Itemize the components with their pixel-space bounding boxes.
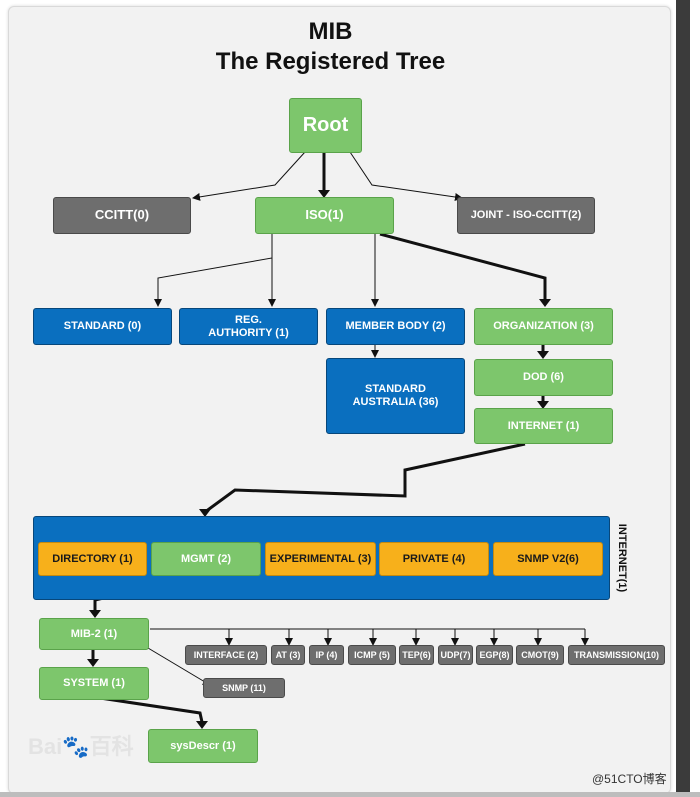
node-interface: INTERFACE (2) <box>185 645 267 665</box>
arrowhead-root-iso <box>318 190 330 198</box>
arrowhead-internet <box>537 401 549 409</box>
edge-root-ccitt <box>192 151 306 201</box>
arrowhead-mgmt <box>199 509 211 517</box>
baidu-watermark: Bai🐾百科 <box>28 729 134 761</box>
edge-mib2-snmp <box>147 647 211 686</box>
node-mgmt: MGMT (2) <box>151 542 261 576</box>
node-snmpv2: SNMP V2(6) <box>493 542 603 576</box>
node-transmission: TRANSMISSION(10) <box>568 645 665 665</box>
right-edge-bar <box>676 0 690 797</box>
edge-iso-standard <box>154 234 273 307</box>
node-standard: STANDARD (0) <box>33 308 172 345</box>
node-cmot: CMOT(9) <box>516 645 564 665</box>
node-tep: TEP(6) <box>399 645 434 665</box>
node-joint: JOINT - ISO-CCITT(2) <box>457 197 595 234</box>
edge-internet-panel <box>204 442 526 514</box>
node-ip: IP (4) <box>309 645 344 665</box>
node-member-body: MEMBER BODY (2) <box>326 308 465 345</box>
node-ccitt: CCITT(0) <box>53 197 191 234</box>
edge-iso-organization <box>379 232 547 300</box>
node-directory: DIRECTORY (1) <box>38 542 147 576</box>
internet-vertical-label: INTERNET(1) <box>616 523 629 593</box>
node-standard-australia: STANDARD AUSTRALIA (36) <box>326 358 465 434</box>
edge-system-sysdescr <box>99 696 204 723</box>
baidu-logo-text-2: 百科 <box>89 734 134 759</box>
node-root: Root <box>289 98 362 153</box>
diagram-title: MIB <box>308 18 353 45</box>
node-experimental: EXPERIMENTAL (3) <box>265 542 376 576</box>
node-sysdescr: sysDescr (1) <box>148 729 258 763</box>
paw-icon: 🐾 <box>62 734 90 759</box>
node-private: PRIVATE (4) <box>379 542 489 576</box>
node-icmp: ICMP (5) <box>348 645 396 665</box>
internet-vertical-label-wrap: INTERNET(1) <box>609 520 635 596</box>
node-internet: INTERNET (1) <box>474 408 613 444</box>
arrowhead-dod <box>537 351 549 359</box>
node-reg-authority: REG. AUTHORITY (1) <box>179 308 318 345</box>
arrowhead-system <box>87 659 99 667</box>
right-edge-margin <box>690 0 700 797</box>
node-iso: ISO(1) <box>255 197 394 234</box>
node-snmp: SNMP (11) <box>203 678 285 698</box>
arrowhead-org <box>539 299 551 307</box>
node-egp: EGP(8) <box>476 645 513 665</box>
arrowhead-mib2 <box>89 610 101 618</box>
arrowhead-sysdescr <box>196 721 208 729</box>
node-udp: UDP(7) <box>438 645 473 665</box>
node-organization: ORGANIZATION (3) <box>474 308 613 345</box>
baidu-logo-text: Bai <box>28 734 63 759</box>
node-dod: DOD (6) <box>474 359 613 396</box>
bottom-edge-bar <box>0 792 700 797</box>
blog-credit: @51CTO博客 <box>592 772 667 786</box>
edge-root-joint <box>349 151 463 201</box>
node-system: SYSTEM (1) <box>39 667 149 700</box>
node-mib2: MIB-2 (1) <box>39 618 149 650</box>
node-at: AT (3) <box>271 645 305 665</box>
diagram-subtitle: The Registered Tree <box>215 48 446 75</box>
